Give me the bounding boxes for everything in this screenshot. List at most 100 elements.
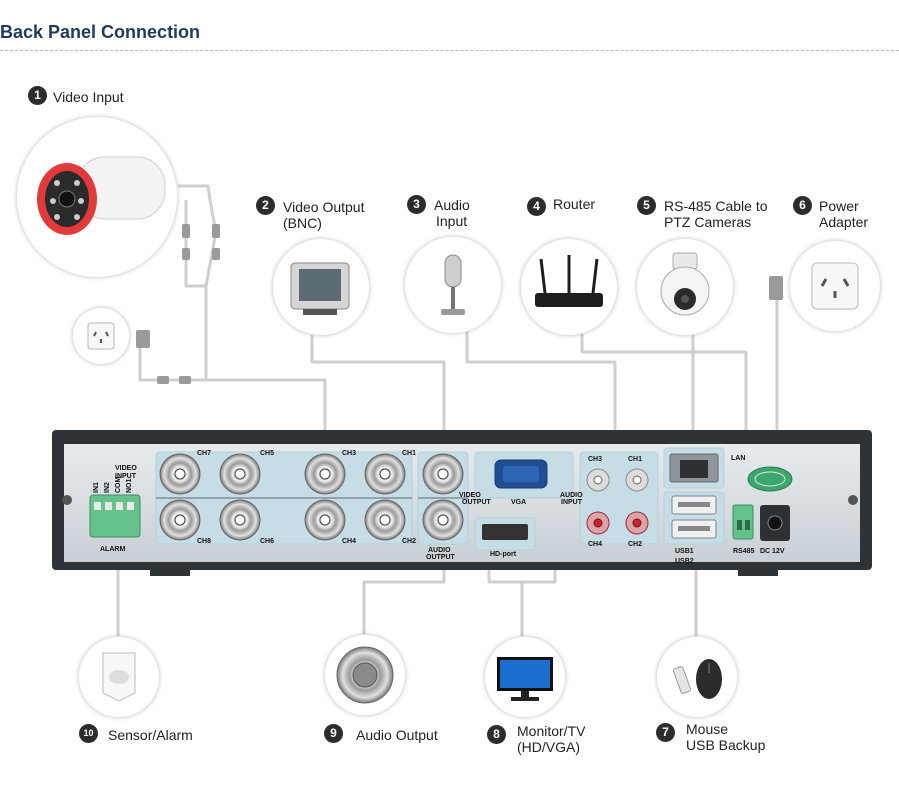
microphone-image bbox=[404, 236, 502, 334]
label-audio-ch3: CH3 bbox=[588, 456, 602, 463]
microphone-icon bbox=[441, 254, 465, 315]
label-usb1: USB1 bbox=[675, 548, 694, 555]
label-rs485: RS485 bbox=[733, 548, 755, 555]
lcd-monitor-icon bbox=[497, 657, 553, 701]
label-alarm-pin-no1: NO1 bbox=[126, 479, 133, 494]
router-image bbox=[520, 238, 618, 336]
page-title: Back Panel Connection bbox=[0, 22, 201, 42]
rs485-terminal bbox=[732, 504, 754, 540]
panel-foot bbox=[150, 568, 190, 576]
bnc-plug bbox=[182, 224, 190, 238]
callout-number-2: 2 bbox=[256, 196, 275, 215]
power-adapter-brick bbox=[769, 276, 783, 300]
ptz-dome-camera-icon bbox=[660, 252, 710, 316]
dc-plug bbox=[179, 376, 191, 384]
cable-video-output bbox=[310, 334, 446, 470]
callout-number-6: 6 bbox=[793, 196, 812, 215]
cable-audio-input bbox=[465, 330, 617, 455]
callout-number-10: 10 bbox=[79, 724, 98, 743]
label-vga: VGA bbox=[511, 499, 526, 506]
label-sensor-alarm: Sensor/Alarm bbox=[108, 727, 193, 743]
bnc-input-ch1-pin bbox=[379, 468, 391, 480]
speaker-icon bbox=[336, 646, 394, 704]
callout-number-4: 4 bbox=[527, 197, 546, 216]
label-audio-ch1: CH1 bbox=[628, 456, 642, 463]
bnc-input-ch4-pin bbox=[319, 514, 331, 526]
power-adapter-brick bbox=[136, 330, 150, 348]
callout-number-9: 9 bbox=[324, 724, 343, 743]
label-alarm-pin-in1: IN1 bbox=[93, 482, 100, 493]
callout-number-7: 7 bbox=[656, 723, 675, 742]
bnc-label-ch1: CH1 bbox=[402, 450, 416, 457]
mouse-usb-icon bbox=[672, 659, 722, 699]
mouse-usb-image bbox=[656, 636, 738, 718]
label-audio-output: Audio Output bbox=[356, 727, 438, 743]
mount-screw bbox=[848, 495, 858, 505]
label-usb2: USB2 bbox=[675, 558, 694, 565]
bnc-label-ch2: CH2 bbox=[402, 538, 416, 545]
certification-sticker bbox=[747, 466, 793, 492]
label-audio-input-panel: INPUT bbox=[561, 499, 583, 506]
bnc-label-ch3: CH3 bbox=[342, 450, 356, 457]
bnc-input-ch6-pin bbox=[234, 514, 246, 526]
bnc-plug bbox=[212, 224, 220, 238]
bnc-label-ch8: CH8 bbox=[197, 538, 211, 545]
sensor-image bbox=[78, 636, 160, 718]
callout-number-3: 3 bbox=[407, 195, 426, 214]
bnc-input-ch5-pin bbox=[234, 468, 246, 480]
title-divider bbox=[0, 50, 899, 51]
bnc-label-ch7: CH7 bbox=[197, 450, 211, 457]
bnc-plug bbox=[212, 248, 220, 260]
ptz-camera-image bbox=[636, 238, 734, 336]
label-video-input-panel: VIDEO bbox=[115, 465, 137, 472]
callout-number-1: 1 bbox=[28, 86, 47, 105]
cable-connectors bbox=[136, 224, 783, 384]
label-audio-ch2: CH2 bbox=[628, 541, 642, 548]
label-audio-input-panel: AUDIO bbox=[560, 492, 583, 499]
bnc-input-ch3-pin bbox=[319, 468, 331, 480]
label-alarm-pin-in2: IN2 bbox=[104, 482, 111, 493]
cable-video-input bbox=[178, 184, 327, 455]
label-audio-output-panel: OUTPUT bbox=[426, 554, 456, 561]
cable-rs485 bbox=[691, 332, 748, 505]
camera-image bbox=[16, 116, 178, 278]
hdmi-port bbox=[482, 524, 528, 540]
bnc-plug bbox=[182, 248, 190, 260]
label-alarm-pin-com: COM bbox=[115, 477, 122, 494]
label-video-output-panel: OUTPUT bbox=[462, 499, 492, 506]
power-outlet-icon bbox=[811, 262, 859, 310]
wall-outlet-image bbox=[789, 240, 881, 332]
bnc-label-ch6: CH6 bbox=[260, 538, 274, 545]
router-icon bbox=[535, 255, 603, 307]
crt-monitor-icon bbox=[290, 262, 350, 315]
dc-plug bbox=[157, 376, 169, 384]
bnc-label-ch5: CH5 bbox=[260, 450, 274, 457]
speaker-image bbox=[324, 634, 406, 716]
callout-number-8: 8 bbox=[487, 725, 506, 744]
bnc-video-output-pin bbox=[437, 468, 449, 480]
label-alarm: ALARM bbox=[100, 546, 125, 553]
label-audio-ch4: CH4 bbox=[588, 541, 602, 548]
label-video-input-panel: INPUT bbox=[115, 473, 137, 480]
mount-screw bbox=[62, 495, 72, 505]
callout-number-5: 5 bbox=[637, 196, 656, 215]
label-router: Router bbox=[553, 196, 596, 212]
label-video-output-panel: VIDEO bbox=[459, 492, 481, 499]
bullet-camera-icon bbox=[37, 156, 166, 235]
power-outlet-icon bbox=[87, 322, 115, 350]
bnc-input-ch2-pin bbox=[379, 514, 391, 526]
label-monitor-tv: Monitor/TV(HD/VGA) bbox=[517, 723, 586, 755]
bnc-label-ch4: CH4 bbox=[342, 538, 356, 545]
label-video-input: Video Input bbox=[53, 89, 124, 105]
monitor-crt-image bbox=[272, 238, 370, 336]
label-dc-12v: DC 12V bbox=[760, 548, 785, 555]
motion-sensor-icon bbox=[102, 652, 136, 702]
label-video-output: Video Output(BNC) bbox=[283, 199, 365, 231]
bnc-audio-output-pin bbox=[437, 514, 449, 526]
label-audio-output-panel: AUDIO bbox=[428, 547, 451, 554]
panel-foot bbox=[738, 568, 778, 576]
bnc-input-ch8-pin bbox=[174, 514, 186, 526]
